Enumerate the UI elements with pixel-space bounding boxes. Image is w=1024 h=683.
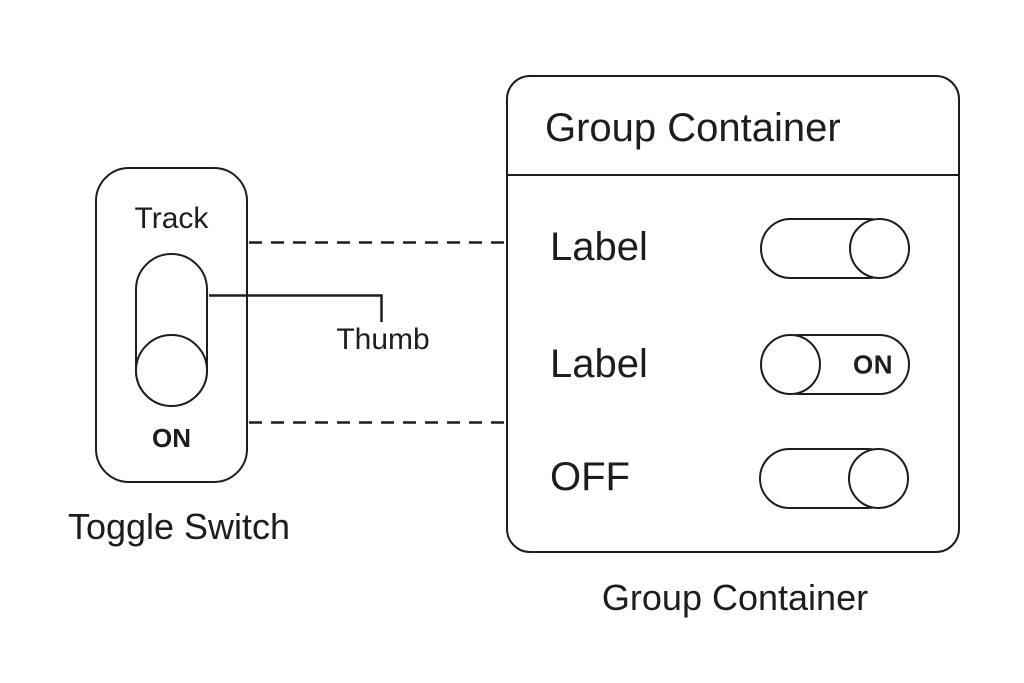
group-container-header: Group Container [545, 106, 841, 150]
thumb-label: Thumb [336, 323, 430, 356]
row3-label: OFF [550, 455, 630, 499]
toggle-row3-thumb [848, 448, 909, 509]
track-label: Track [134, 202, 209, 235]
group-header-divider [506, 173, 960, 176]
toggle-row2[interactable]: ON [760, 334, 910, 395]
group-container-outline [506, 75, 960, 553]
toggle-switch-caption: Toggle Switch [67, 506, 291, 547]
row1-label: Label [550, 225, 648, 269]
anatomy-state-label: ON [152, 423, 191, 453]
group-container-caption: Group Container [601, 577, 869, 618]
row2-label: Label [550, 342, 648, 386]
toggle-switch-anatomy-outline [95, 167, 248, 483]
toggle-row3[interactable] [759, 448, 909, 509]
toggle-row2-state-text: ON [853, 349, 893, 379]
toggle-row2-thumb [760, 334, 821, 395]
toggle-row1[interactable] [760, 218, 910, 279]
thumb-callout-line [209, 294, 383, 322]
toggle-row1-thumb [849, 218, 910, 279]
thumb-shape [135, 334, 208, 407]
